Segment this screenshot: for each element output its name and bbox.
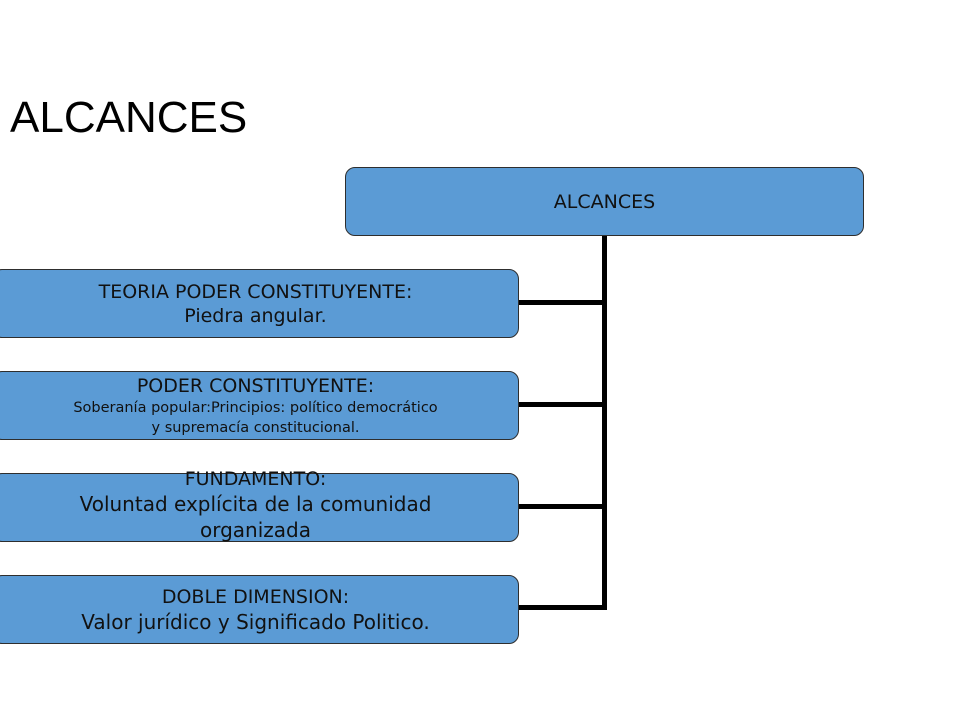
- node-body: Valor jurídico y Significado Politico.: [81, 609, 430, 634]
- node-body-line-1: Voluntad explícita de la comunidad: [79, 491, 432, 516]
- node-heading: TEORIA PODER CONSTITUYENTE:: [98, 280, 413, 303]
- diagram-node-fundamento[interactable]: FUNDAMENTO: Voluntad explícita de la com…: [0, 468, 519, 542]
- node-body: Piedra angular.: [184, 304, 327, 327]
- node-heading: DOBLE DIMENSION:: [161, 585, 350, 608]
- connector-line-1: [519, 300, 607, 305]
- diagram-node-doble-dimension[interactable]: DOBLE DIMENSION: Valor jurídico y Signif…: [0, 575, 519, 644]
- slide-title: ALCANCES: [10, 93, 248, 142]
- connector-line-2: [519, 402, 607, 407]
- node-heading: FUNDAMENTO:: [184, 467, 327, 490]
- node-body-line-2: organizada: [199, 517, 311, 542]
- diagram-node-poder-constituyente[interactable]: PODER CONSTITUYENTE: Soberanía popular:P…: [0, 371, 519, 440]
- connector-line-3: [519, 504, 607, 509]
- diagram-root-node[interactable]: ALCANCES: [345, 167, 864, 236]
- connector-vertical-line: [602, 236, 607, 610]
- root-node-label: ALCANCES: [553, 190, 656, 213]
- connector-line-4: [519, 605, 607, 610]
- node-body-line-1: Soberanía popular:Principios: político d…: [73, 399, 438, 416]
- diagram-node-teoria-poder-constituyente[interactable]: TEORIA PODER CONSTITUYENTE: Piedra angul…: [0, 269, 519, 338]
- node-heading: PODER CONSTITUYENTE:: [136, 374, 375, 397]
- node-body-line-2: y supremacía constitucional.: [151, 419, 360, 436]
